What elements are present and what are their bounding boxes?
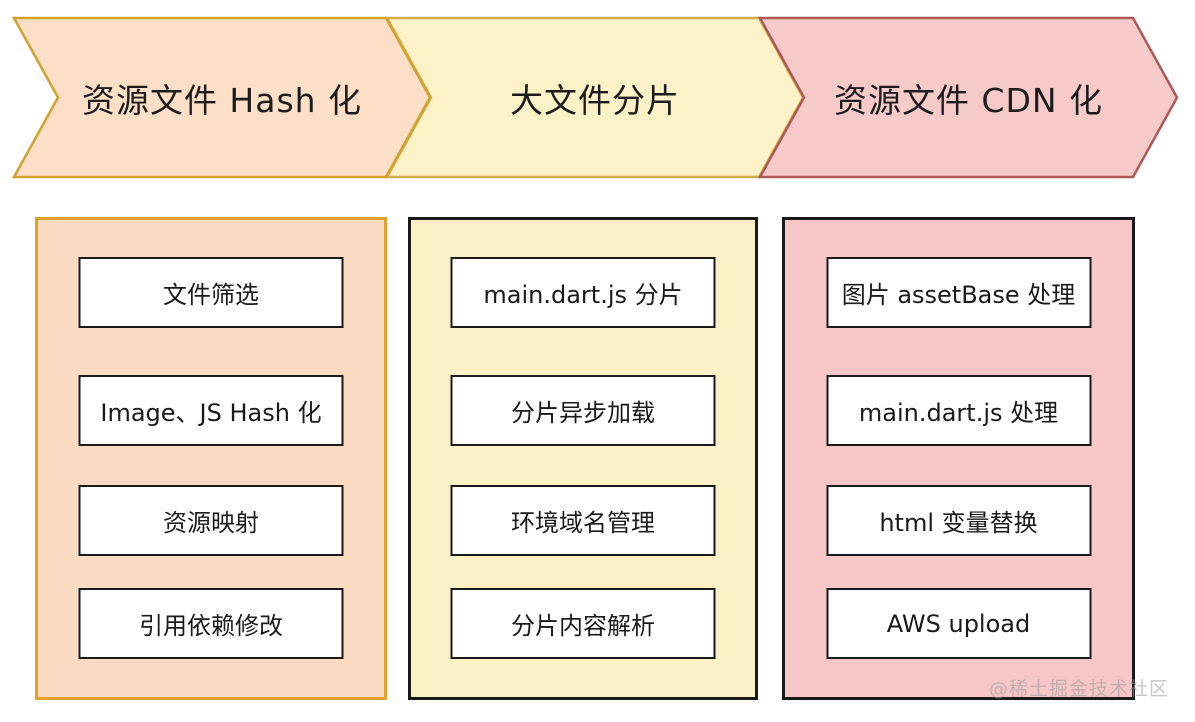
task-box-image-js-hash: Image、JS Hash 化 — [78, 375, 344, 446]
stage-chevron-cdn — [757, 16, 1179, 179]
task-box-reference-dependency-modify: 引用依赖修改 — [78, 588, 344, 659]
task-box-async-chunk-load: 分片异步加载 — [450, 375, 716, 446]
stage-banner-band: 资源文件 Hash 化 大文件分片 资源文件 CDN 化 — [0, 0, 1195, 195]
panel-hash-tasks: 文件筛选 Image、JS Hash 化 资源映射 引用依赖修改 — [35, 217, 387, 700]
stage-chevrons-svg — [11, 16, 1179, 179]
task-box-chunk-content-parse: 分片内容解析 — [450, 588, 716, 659]
juejin-watermark: @稀土掘金技术社区 — [988, 678, 1169, 700]
task-box-html-variable-replace: html 变量替换 — [826, 485, 1091, 556]
task-box-file-filter: 文件筛选 — [78, 257, 344, 328]
task-box-env-domain-management: 环境域名管理 — [450, 485, 716, 556]
task-box-resource-mapping: 资源映射 — [78, 485, 344, 556]
task-box-image-assetbase: 图片 assetBase 处理 — [826, 257, 1091, 328]
stage-chevron-hash — [11, 16, 432, 179]
task-box-aws-upload: AWS upload — [826, 588, 1091, 659]
panel-split-tasks: main.dart.js 分片 分片异步加载 环境域名管理 分片内容解析 — [408, 217, 758, 700]
stage-title-cdn: 资源文件 CDN 化 — [833, 80, 1104, 120]
stage-title-large-file-split: 大文件分片 — [510, 80, 680, 120]
task-box-maindartjs-handle: main.dart.js 处理 — [826, 375, 1091, 446]
task-box-maindartjs-split: main.dart.js 分片 — [450, 257, 716, 328]
panel-cdn-tasks: 图片 assetBase 处理 main.dart.js 处理 html 变量替… — [782, 217, 1135, 700]
stage-title-hash: 资源文件 Hash 化 — [81, 80, 363, 120]
